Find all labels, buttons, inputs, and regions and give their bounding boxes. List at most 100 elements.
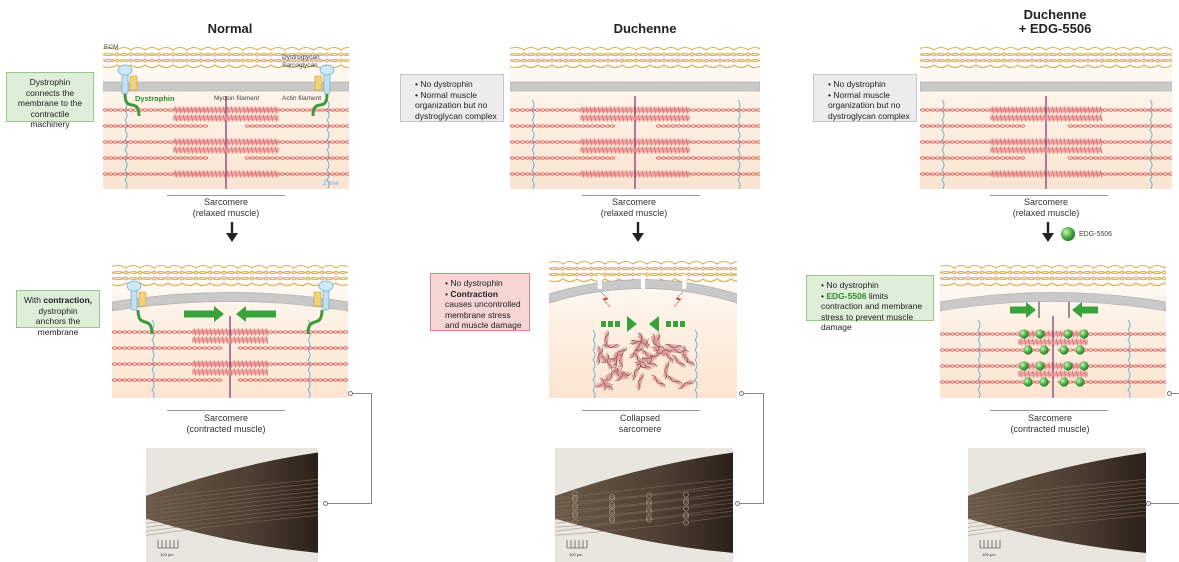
note-item: EDG-5506 limits contraction and membrane… [821, 291, 927, 333]
sarcoglycan-protein [314, 292, 321, 306]
actin-filament [510, 125, 615, 126]
leader-endpoint [323, 501, 328, 506]
leader-line [737, 503, 764, 505]
caption-divider [990, 410, 1108, 411]
edg-relaxed-caption-line2: (relaxed muscle) [976, 208, 1116, 219]
sarcoglycan-label: Sarcoglycan [282, 62, 318, 69]
down-arrow-icon [630, 222, 646, 242]
diagram-svg [940, 258, 1166, 398]
scale-label: 100 µm [569, 552, 583, 557]
sarcoglycan-protein [130, 76, 137, 90]
collagen-fiber [112, 266, 348, 269]
micrograph-svg: 100 µm [968, 448, 1146, 562]
actin-filament [1068, 125, 1172, 126]
duchenne-contracted-note: No dystrophin Contraction causes uncontr… [430, 273, 530, 331]
note-item: Contraction causes uncontrolled membrane… [445, 289, 523, 331]
actin-filament [238, 380, 348, 381]
arrow-dash [680, 321, 685, 327]
edg-5506-molecule [1063, 361, 1072, 370]
actin-filament [1058, 350, 1166, 351]
duchenne-relaxed-note: No dystrophin Normal muscle organization… [400, 74, 504, 122]
leader-endpoint [1167, 391, 1172, 396]
duchenne-relaxed-caption-line2: (relaxed muscle) [564, 208, 704, 219]
arrow-shaft [244, 311, 276, 318]
edg-5506-molecule [1035, 329, 1044, 338]
contraction-arrow [601, 316, 637, 332]
z-line [695, 330, 697, 398]
actin-filament [103, 126, 208, 127]
caption-divider [582, 410, 700, 411]
sarcolemma-membrane [510, 82, 760, 91]
actin-filament [1068, 158, 1172, 159]
note-text-drug: EDG-5506 [826, 291, 866, 301]
note-item: No dystrophin [415, 79, 497, 90]
myosin-filament [173, 148, 279, 153]
leader-line [352, 393, 372, 395]
normal-relaxed-caption-line1: Sarcomere [156, 197, 296, 208]
scale-label: 100 µm [160, 552, 174, 557]
leader-endpoint [739, 391, 744, 396]
leader-line [371, 393, 373, 503]
down-arrow-icon [224, 222, 240, 242]
normal-contracted-caption-line1: Sarcomere [156, 413, 296, 424]
dystroglycan-head [320, 65, 334, 75]
arrow-dash [673, 321, 678, 327]
scale-label: 100 µm [982, 552, 996, 557]
actin-filament [112, 348, 222, 349]
edg-muscle-micrograph: 100 µm [968, 448, 1146, 562]
actin-filament [245, 125, 349, 126]
dystroglycan-label: Dystroglycan [282, 54, 320, 61]
edg-relaxed-sarcomere-diagram [920, 42, 1172, 189]
note-text: With [24, 295, 43, 305]
edg-5506-molecule [1039, 377, 1048, 386]
diagram-svg [112, 258, 348, 398]
caption-divider [167, 195, 285, 196]
myosin-fragment [667, 375, 681, 385]
contraction-arrow [184, 306, 224, 322]
normal-relaxed-note: Dystrophin connects the membrane to the … [6, 72, 94, 122]
z-line [978, 320, 980, 398]
arrow-head [1072, 302, 1082, 318]
myosin-filament [173, 116, 279, 121]
actin-filament [1068, 126, 1172, 127]
leader-line [742, 393, 764, 395]
edg-relaxed-note: No dystrophin Normal muscle organization… [813, 74, 917, 122]
note-text-bold: Contraction [450, 289, 498, 299]
collapsed-filament [671, 349, 689, 354]
normal-contracted-sarcomere-diagram [112, 258, 348, 398]
edg-5506-molecule [1079, 329, 1088, 338]
duchenne-contracted-caption-line1: Collapsed [570, 413, 710, 424]
actin-filament [1058, 349, 1166, 350]
duchenne-collapsed-sarcomere-diagram [549, 258, 737, 398]
membrane-tear [598, 275, 602, 289]
edg-contracted-note: No dystrophin EDG-5506 limits contractio… [806, 275, 934, 321]
actin-filament [656, 126, 760, 127]
actin-filament [103, 125, 208, 126]
edg-5506-molecule [1075, 345, 1084, 354]
duchenne-edg-column-title-line2: + EDG-5506 [1000, 22, 1110, 36]
arrow-dash [608, 321, 613, 327]
sarcoglycan-protein [139, 292, 146, 306]
note-item: No dystrophin [828, 79, 910, 90]
collagen-fiber [510, 65, 760, 68]
arrow-dash [615, 321, 620, 327]
edg-relaxed-caption-line1: Sarcomere [976, 197, 1116, 208]
normal-contracted-caption-line2: (contracted muscle) [156, 424, 296, 435]
collapsed-filament [636, 372, 645, 390]
edg-5506-molecule [1079, 361, 1088, 370]
diagram-svg [510, 42, 760, 189]
myosin-fragment [652, 375, 665, 387]
leader-endpoint [1146, 501, 1151, 506]
collagen-fiber [549, 262, 737, 265]
actin-filament [103, 157, 208, 158]
collagen-fiber [112, 283, 348, 286]
contraction-arrow [649, 316, 685, 332]
edg-5506-molecule [1023, 377, 1032, 386]
collagen-fiber [920, 65, 1172, 68]
collapsed-filament [665, 374, 683, 386]
ecm-label: ECM [104, 44, 118, 51]
down-arrow-icon [1040, 222, 1056, 242]
actin-filament [656, 157, 760, 158]
myosin-filament-label: Myosin filament [214, 95, 259, 102]
actin-filament [245, 158, 349, 159]
